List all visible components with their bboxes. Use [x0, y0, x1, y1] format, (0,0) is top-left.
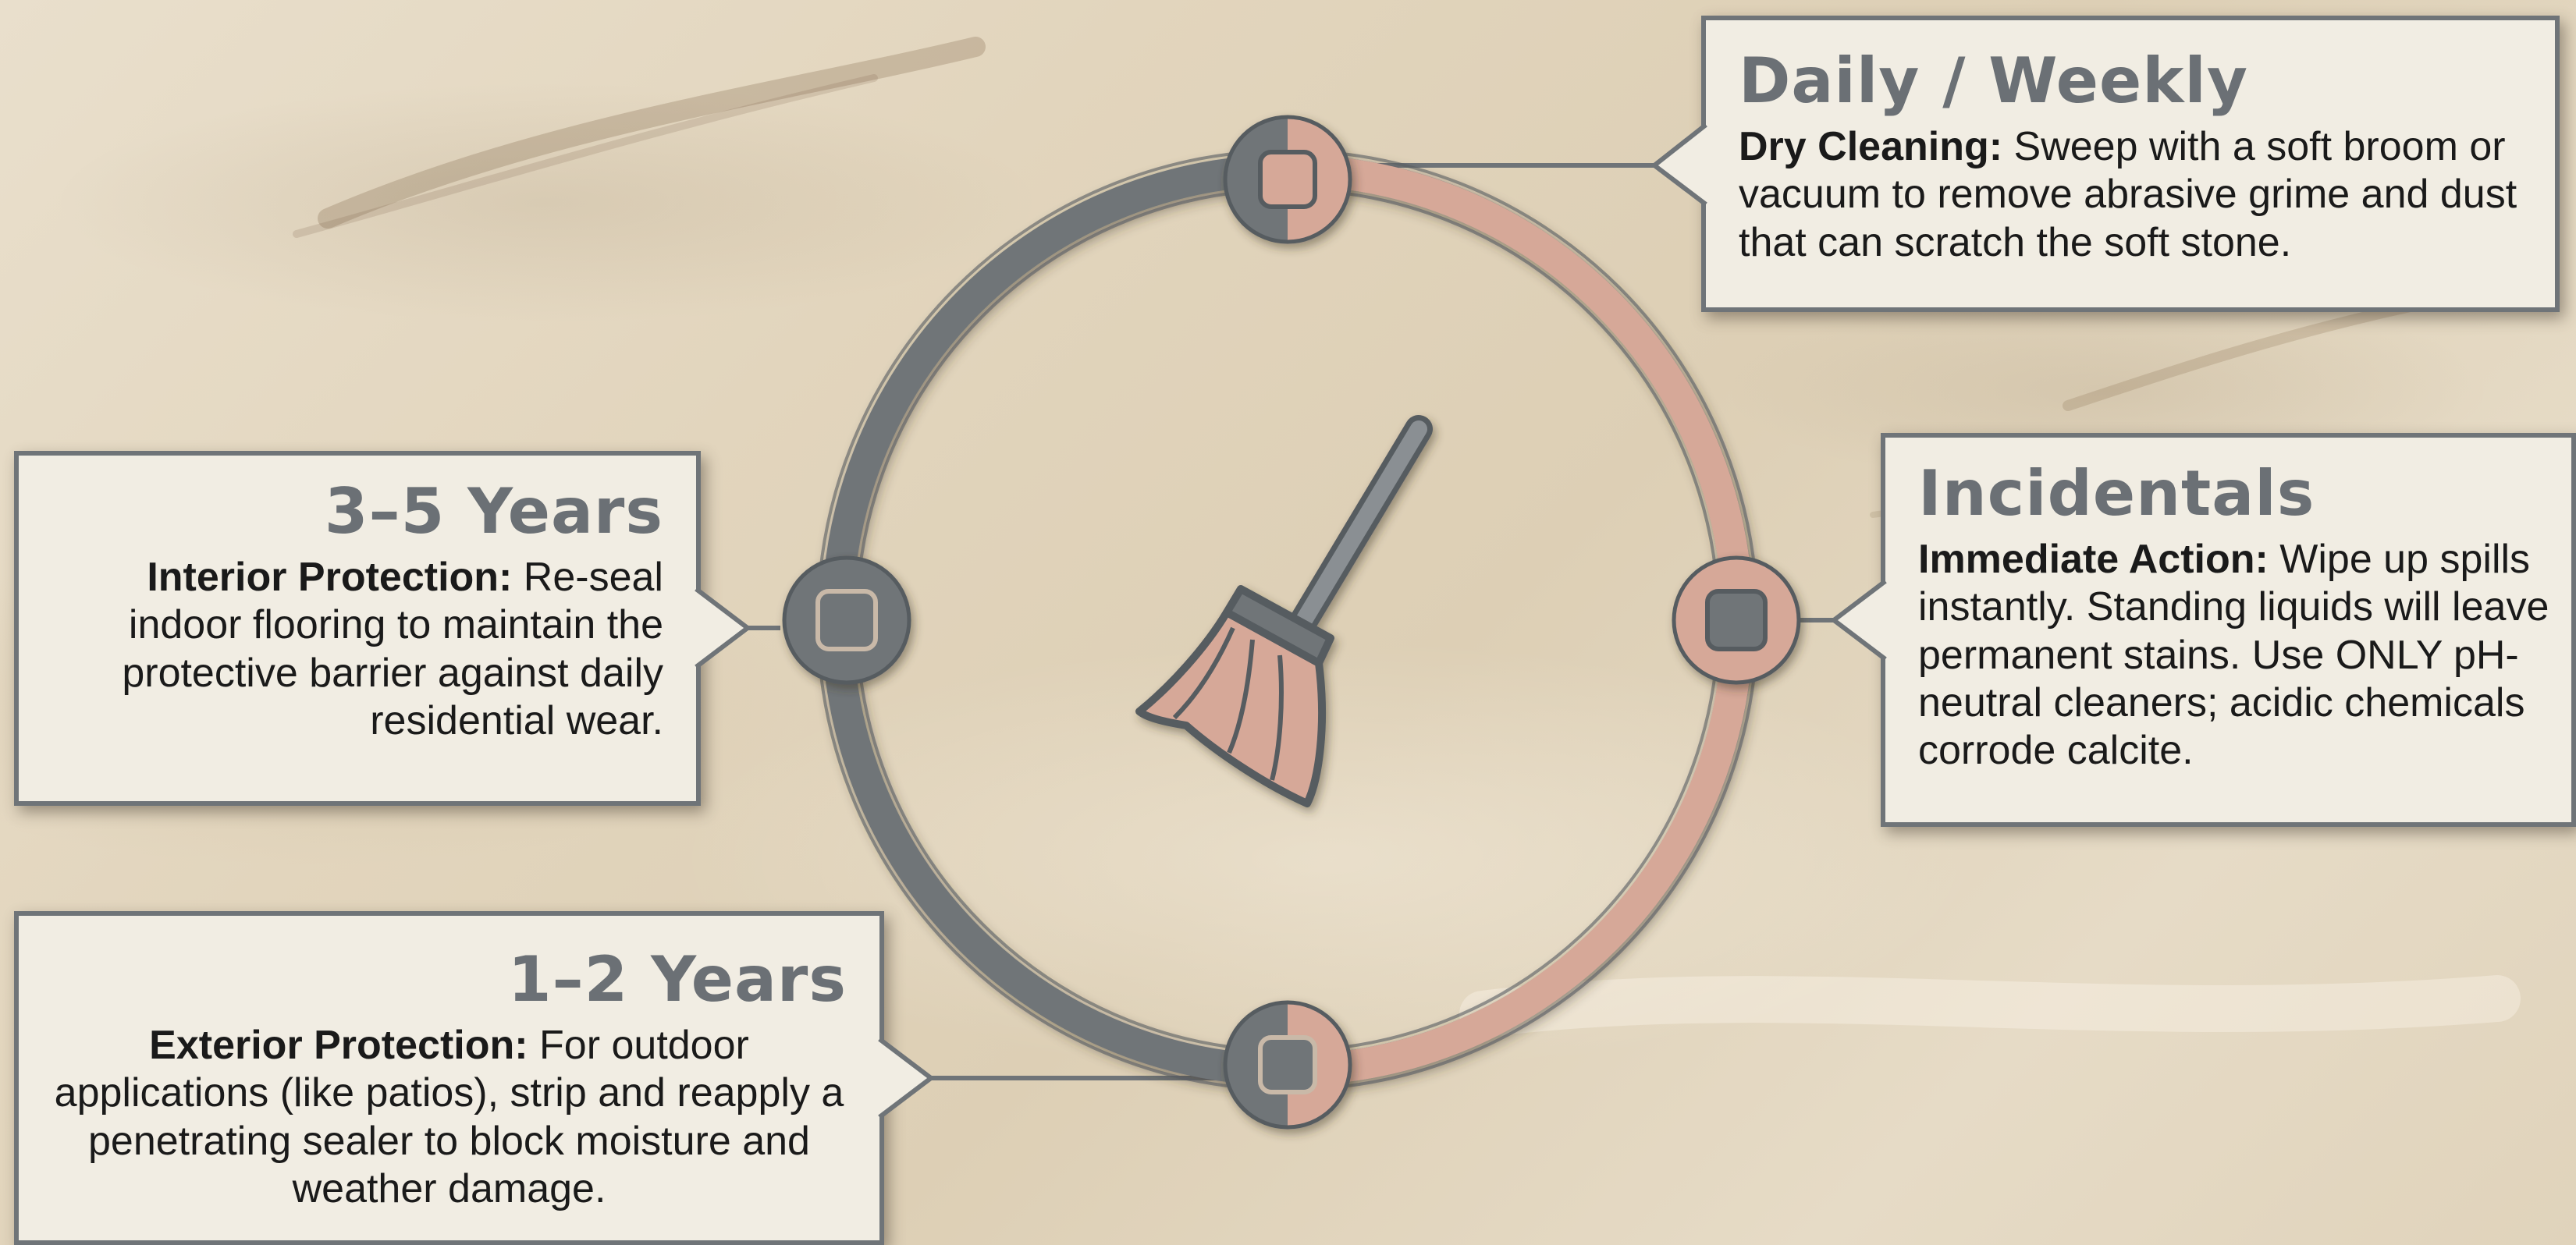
- node-right-icon[interactable]: [1674, 558, 1799, 683]
- stage-description: Immediate Action: Wipe up spills instant…: [1918, 536, 2571, 775]
- stage-title: Daily / Weekly: [1739, 48, 2522, 114]
- node-bottom-icon[interactable]: [1225, 1002, 1350, 1127]
- stage-title: 3–5 Years: [52, 479, 663, 544]
- broom-icon: [1139, 429, 1419, 803]
- stage-card-daily-weekly: Daily / Weekly Dry Cleaning: Sweep with …: [1701, 16, 2560, 312]
- stage-lead: Exterior Protection:: [149, 1023, 528, 1068]
- stage-title: 1–2 Years: [52, 947, 847, 1013]
- stage-description: Dry Cleaning: Sweep with a soft broom or…: [1739, 123, 2522, 267]
- stage-card-1-2-years: 1–2 Years Exterior Protection: For outdo…: [14, 911, 884, 1245]
- stage-lead: Interior Protection:: [147, 555, 512, 600]
- stage-card-3-5-years: 3–5 Years Interior Protection: Re-seal i…: [14, 451, 701, 806]
- stage-description: Exterior Protection: For outdoor applica…: [52, 1022, 847, 1213]
- stage-lead: Dry Cleaning:: [1739, 124, 2002, 169]
- stage-lead: Immediate Action:: [1918, 537, 2269, 582]
- node-left-icon[interactable]: [784, 558, 909, 683]
- node-top-icon[interactable]: [1225, 117, 1350, 242]
- stage-title: Incidentals: [1918, 461, 2571, 527]
- stage-card-incidentals: Incidentals Immediate Action: Wipe up sp…: [1881, 433, 2576, 827]
- stage-description: Interior Protection: Re-seal indoor floo…: [52, 554, 663, 745]
